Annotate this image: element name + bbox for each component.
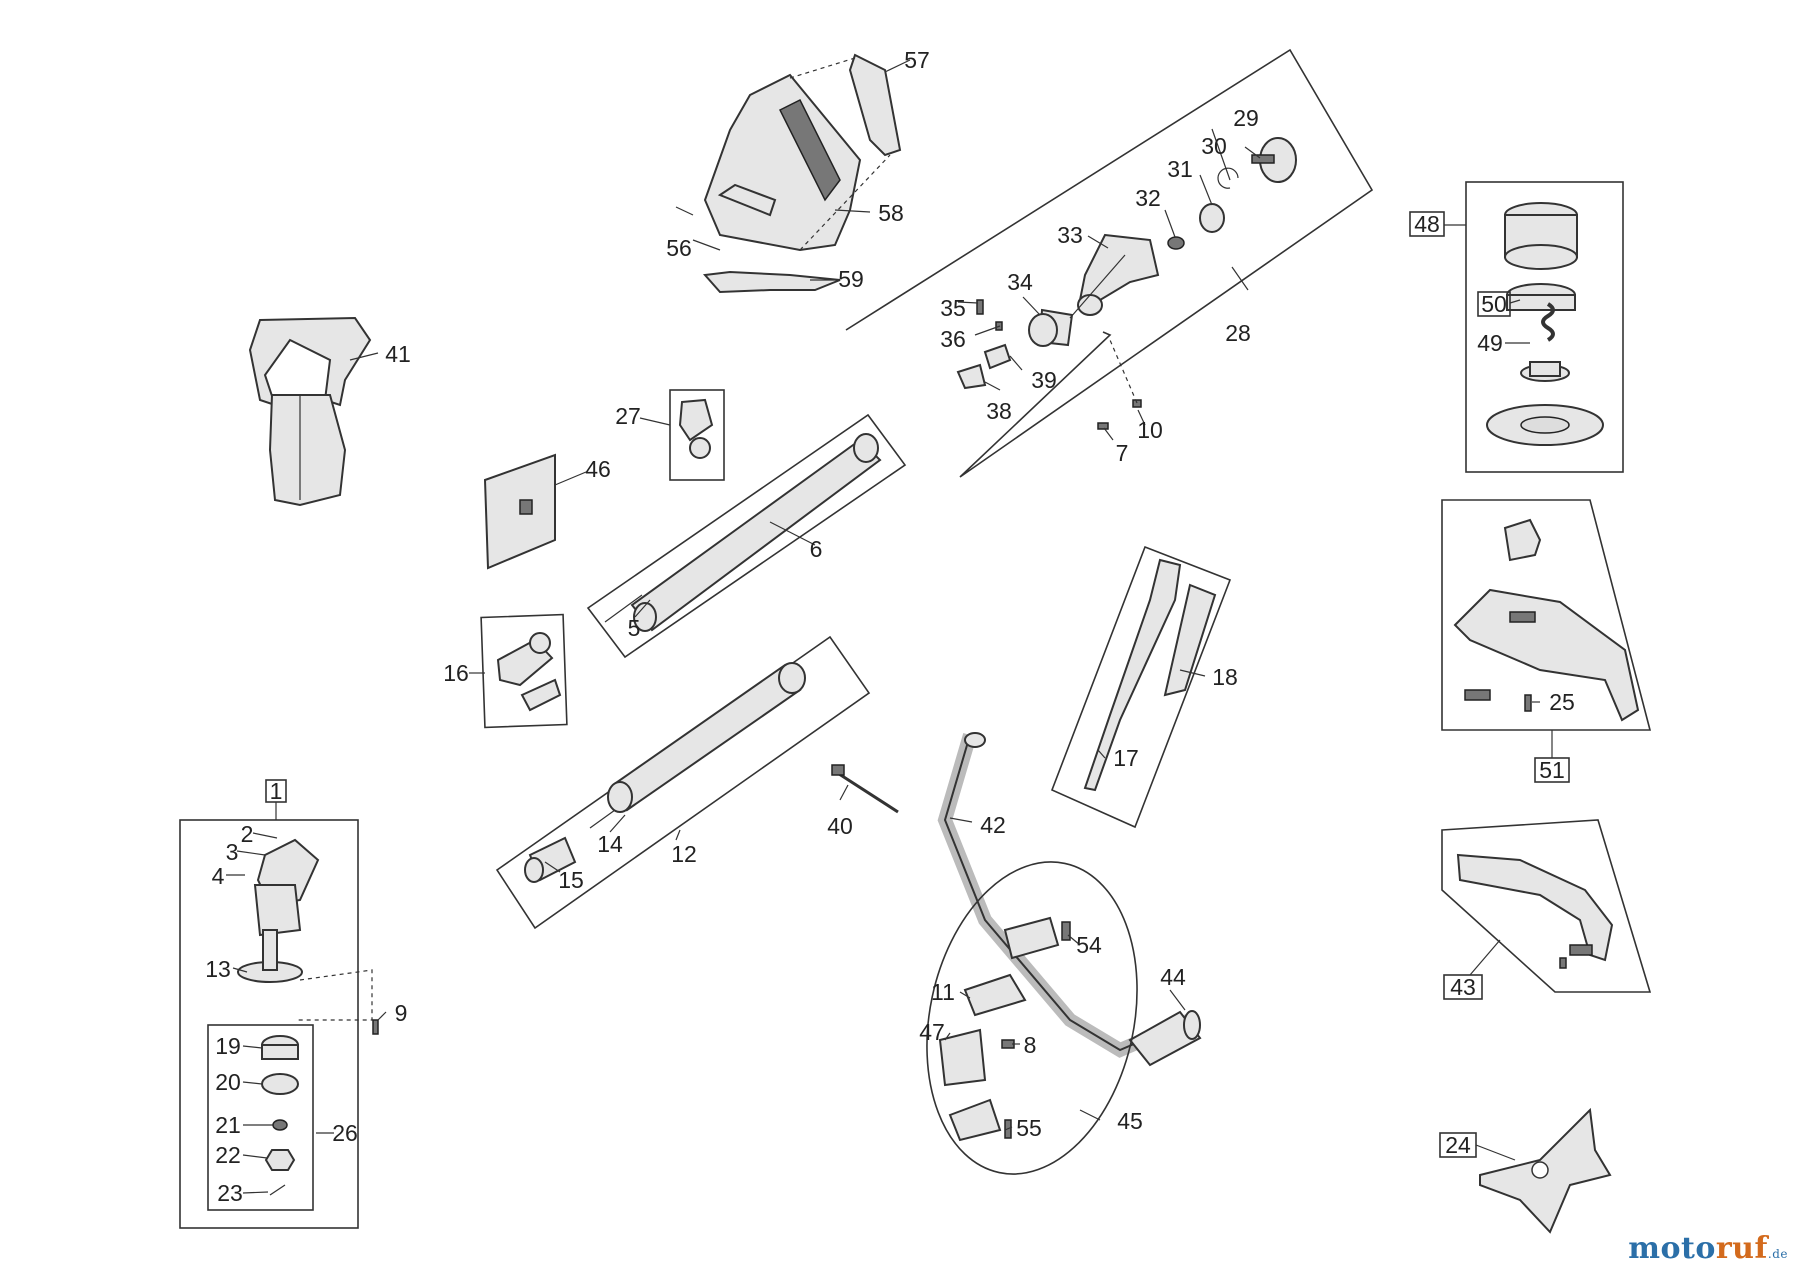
label-10: 10 (1137, 417, 1163, 443)
frame-1 (179, 819, 359, 1229)
label-21: 21 (215, 1112, 241, 1138)
label-29: 29 (1233, 105, 1259, 131)
label-59: 59 (838, 266, 864, 292)
box-label-43 (1443, 974, 1483, 1000)
label-12: 12 (671, 841, 697, 867)
label-5: 5 (628, 615, 641, 641)
label-4: 4 (212, 863, 225, 889)
box-label-48 (1409, 211, 1445, 237)
gearbox-parts (956, 128, 1297, 441)
label-8: 8 (1024, 1032, 1037, 1058)
label-25: 25 (1549, 689, 1575, 715)
label-3: 3 (226, 839, 239, 865)
label-23: 23 (217, 1180, 243, 1206)
label-9: 9 (395, 1000, 408, 1026)
label-16: 16 (443, 660, 469, 686)
label-40: 40 (827, 813, 853, 839)
frame-26 (207, 1024, 314, 1211)
label-58: 58 (878, 200, 904, 226)
label-39: 39 (1031, 367, 1057, 393)
label-18: 18 (1212, 664, 1238, 690)
harness-41 (248, 316, 379, 507)
handlebar-group (926, 732, 1202, 1175)
frame-6 (586, 413, 907, 659)
frame-17-18 (1050, 545, 1232, 829)
label-6: 6 (810, 536, 823, 562)
label-22: 22 (215, 1142, 241, 1168)
label-54: 54 (1076, 932, 1102, 958)
gasket-57 (848, 53, 902, 157)
label-50: 50 (1481, 291, 1507, 317)
label-56: 56 (666, 235, 692, 261)
label-33: 33 (1057, 222, 1083, 248)
label-11: 11 (931, 979, 955, 1005)
label-34: 34 (1007, 269, 1033, 295)
brand-logo: motoruf.de (1628, 1231, 1788, 1266)
engine-cover-group (675, 53, 911, 294)
label-1: 1 (270, 778, 283, 804)
label-20: 20 (215, 1069, 241, 1095)
frame-51 (1441, 499, 1652, 731)
label-13: 13 (205, 956, 231, 982)
label-15: 15 (558, 867, 584, 893)
label-32: 32 (1135, 185, 1161, 211)
label-28: 28 (1225, 320, 1251, 346)
label-47: 47 (919, 1019, 945, 1045)
frame-48 (1465, 181, 1624, 473)
label-51: 51 (1539, 757, 1565, 783)
box-label-50 (1477, 291, 1511, 317)
part-labels: 1 2 3 4 5 6 7 8 9 10 11 12 13 14 15 16 1… (205, 47, 1575, 1206)
label-48: 48 (1414, 211, 1440, 237)
label-24: 24 (1445, 1132, 1471, 1158)
label-30: 30 (1201, 133, 1227, 159)
label-42: 42 (980, 812, 1006, 838)
blade-24 (1439, 1107, 1612, 1234)
label-55: 55 (1016, 1115, 1042, 1141)
label-19: 19 (215, 1033, 241, 1059)
label-43: 43 (1450, 974, 1476, 1000)
frame-43 (1441, 819, 1652, 993)
label-35: 35 (940, 295, 966, 321)
label-17: 17 (1113, 745, 1139, 771)
label-57: 57 (904, 47, 930, 73)
guard-plate-59 (702, 270, 841, 294)
clamp-ellipse-45 (926, 861, 1138, 1175)
label-45: 45 (1117, 1108, 1143, 1134)
label-27: 27 (615, 403, 641, 429)
frame-28 (845, 48, 1374, 478)
label-31: 31 (1167, 156, 1193, 182)
label-49: 49 (1477, 330, 1503, 356)
label-38: 38 (986, 398, 1012, 424)
label-26: 26 (332, 1120, 358, 1146)
label-2: 2 (241, 821, 254, 847)
label-44: 44 (1160, 964, 1186, 990)
label-41: 41 (385, 341, 411, 367)
plate-46 (483, 453, 587, 570)
label-36: 36 (940, 326, 966, 352)
frame-27 (669, 389, 725, 481)
label-46: 46 (585, 456, 611, 482)
label-7: 7 (1116, 440, 1129, 466)
label-14: 14 (597, 831, 623, 857)
